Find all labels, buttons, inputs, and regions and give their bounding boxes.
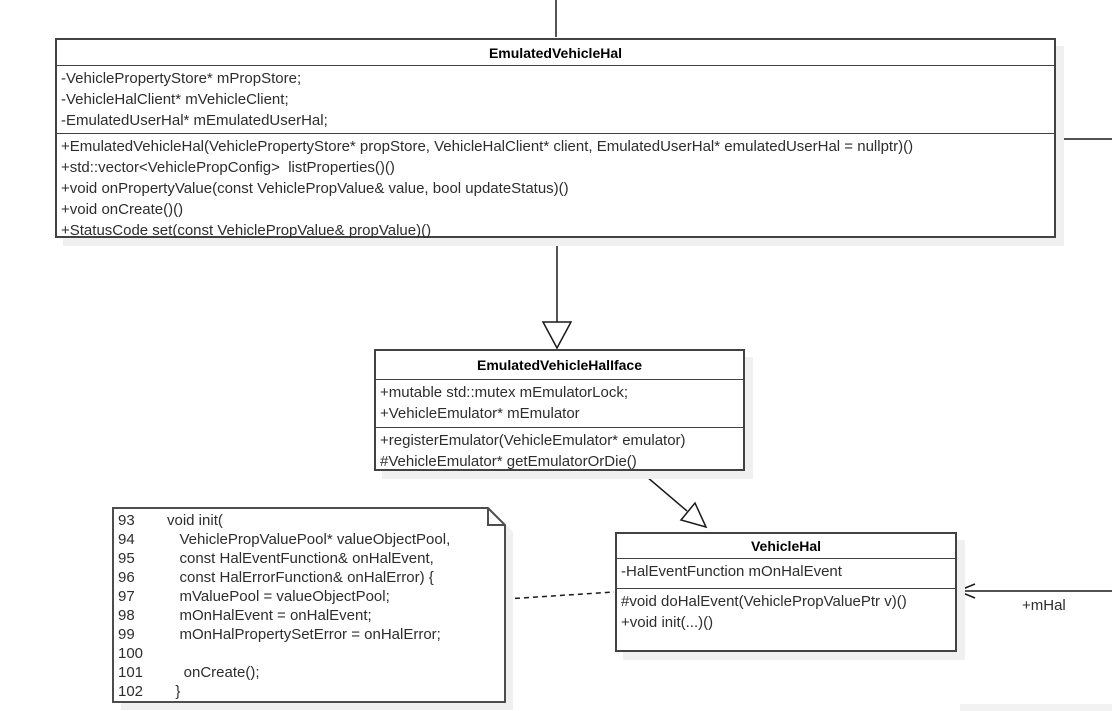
note-line: 94 VehiclePropValuePool* valueObjectPool… — [118, 530, 500, 549]
method-line: +void onPropertyValue(const VehiclePropV… — [61, 180, 569, 197]
note-line: 99 mOnHalPropertySetError = onHalError; — [118, 625, 500, 644]
hollow-triangle-arrowhead — [679, 501, 708, 529]
code-note-text: 93 void init( 94 VehiclePropValuePool* va… — [118, 511, 500, 701]
class-box-emulatedvehiclehaliface[interactable]: EmulatedVehicleHalIface +mutable std::mu… — [374, 349, 745, 471]
class-title: EmulatedVehicleHalIface — [477, 357, 642, 373]
generalization-arrow-iface-to-vehiclehal[interactable] — [639, 470, 708, 529]
offscreen-shape-shadow — [960, 704, 1112, 711]
note-line-number: 99 — [118, 626, 135, 643]
note-line-code: onCreate(); — [167, 664, 260, 681]
association-arrow-mhal[interactable] — [957, 583, 1112, 599]
note-link-dashed-line[interactable] — [505, 591, 615, 600]
note-line: 96 const HalErrorFunction& onHalError) { — [118, 568, 500, 587]
attribute-line: -HalEventFunction mOnHalEvent — [621, 563, 842, 580]
method-line: +registerEmulator(VehicleEmulator* emula… — [380, 432, 686, 449]
note-line-code: mValuePool = valueObjectPool; — [167, 588, 390, 605]
method-line: +StatusCode set(const VehiclePropValue& … — [61, 222, 432, 239]
class-box-vehiclehal[interactable]: VehicleHal -HalEventFunction mOnHalEvent… — [615, 532, 957, 652]
note-line: 95 const HalEventFunction& onHalEvent, — [118, 549, 500, 568]
note-line-number: 100 — [118, 645, 144, 662]
note-line-number: 101 — [118, 664, 144, 681]
methods-section: #void doHalEvent(VehiclePropValuePtr v)(… — [617, 588, 955, 650]
note-line: 100 — [118, 644, 500, 663]
attribute-line: -VehiclePropertyStore* mPropStore; — [61, 70, 302, 87]
class-title: EmulatedVehicleHal — [488, 44, 623, 61]
note-line-code: } — [167, 683, 181, 700]
note-line-number: 98 — [118, 607, 135, 624]
note-line: 102 } — [118, 682, 500, 701]
note-line-code: void init( — [167, 512, 223, 529]
note-line: 97 mValuePool = valueObjectPool; — [118, 587, 500, 606]
note-line-code: VehiclePropValuePool* valueObjectPool, — [167, 531, 451, 548]
note-line-code: const HalErrorFunction& onHalError) { — [167, 569, 434, 586]
method-line: +std::vector<VehiclePropConfig> listProp… — [61, 159, 395, 176]
attribute-line: +mutable std::mutex mEmulatorLock; — [380, 384, 629, 401]
generalization-arrow-emulatedvehiclehal-to-iface[interactable] — [541, 238, 573, 350]
note-line-number: 102 — [118, 683, 144, 700]
note-line: 101 onCreate(); — [118, 663, 500, 682]
note-line-code: const HalEventFunction& onHalEvent, — [167, 550, 434, 567]
method-line: #void doHalEvent(VehiclePropValuePtr v)(… — [621, 593, 907, 610]
method-line: +void init(...)() — [621, 614, 714, 631]
methods-section: +registerEmulator(VehicleEmulator* emula… — [376, 427, 743, 471]
note-line-number: 94 — [118, 531, 135, 548]
class-box-emulatedvehiclehal[interactable]: EmulatedVehicleHal -VehiclePropertyStore… — [55, 38, 1056, 240]
note-line-number: 97 — [118, 588, 135, 605]
method-line: #VehicleEmulator* getEmulatorOrDie() — [380, 453, 637, 470]
attributes-section: +mutable std::mutex mEmulatorLock; +Vehi… — [376, 379, 743, 427]
attributes-section: -HalEventFunction mOnHalEvent — [617, 558, 955, 588]
attribute-line: -VehicleHalClient* mVehicleClient; — [61, 91, 289, 108]
note-line: 93 void init( — [118, 511, 500, 530]
note-line-number: 95 — [118, 550, 135, 567]
open-arrowhead — [957, 583, 976, 592]
method-line: +void onCreate()() — [61, 201, 184, 218]
attribute-line: +VehicleEmulator* mEmulator — [380, 405, 580, 422]
note-line: 98 mOnHalEvent = onHalEvent; — [118, 606, 500, 625]
note-line-code: mOnHalPropertySetError = onHalError; — [167, 626, 441, 643]
hollow-triangle-arrowhead — [541, 321, 573, 350]
note-line-code: mOnHalEvent = onHalEvent; — [167, 607, 372, 624]
method-line: +EmulatedVehicleHal(VehiclePropertyStore… — [61, 138, 914, 155]
note-line-number: 93 — [118, 512, 135, 529]
note-line-number: 96 — [118, 569, 135, 586]
open-arrowhead — [957, 590, 976, 599]
methods-section: +EmulatedVehicleHal(VehiclePropertyStore… — [57, 133, 1054, 240]
attributes-section: -VehiclePropertyStore* mPropStore; -Vehi… — [57, 65, 1054, 133]
edge-label-mhal: +mHal — [1022, 597, 1066, 614]
attribute-line: -EmulatedUserHal* mEmulatedUserHal; — [61, 112, 328, 129]
class-title: VehicleHal — [750, 538, 822, 554]
